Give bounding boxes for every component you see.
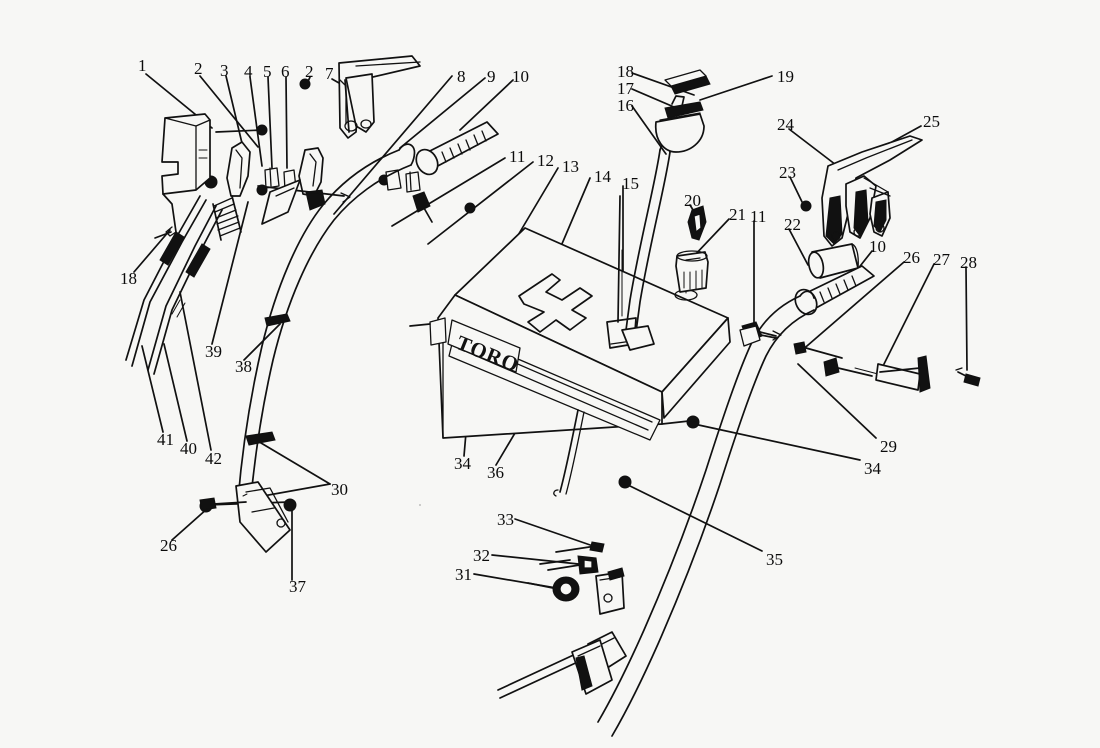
callout-41: 41 xyxy=(157,430,174,449)
callout-42: 42 xyxy=(205,449,222,468)
bushing-21 xyxy=(675,250,709,293)
callout-17: 17 xyxy=(617,79,634,98)
callout-2: 2 xyxy=(194,59,203,78)
callout-38: 38 xyxy=(235,357,252,376)
lower-left-tube-frags xyxy=(497,639,613,699)
callout-10: 10 xyxy=(512,67,529,86)
callout-11b: 11 xyxy=(750,207,767,226)
callout-31: 31 xyxy=(455,565,472,584)
callout-3: 3 xyxy=(220,61,229,80)
callout-22: 22 xyxy=(784,215,801,234)
callout-30: 30 xyxy=(331,480,348,499)
spring xyxy=(212,195,242,241)
callout-6: 6 xyxy=(281,62,290,81)
callout-5: 5 xyxy=(263,62,272,81)
callout-7: 7 xyxy=(325,64,334,83)
center-console xyxy=(409,143,731,441)
sleeve-22 xyxy=(807,243,859,279)
callout-25: 25 xyxy=(923,112,940,131)
callout-23: 23 xyxy=(779,163,796,182)
shift-knob xyxy=(654,95,705,153)
callout-18b: 18 xyxy=(120,269,137,288)
callout-14: 14 xyxy=(594,167,611,186)
clip-19 xyxy=(664,69,711,95)
callout-21: 21 xyxy=(729,205,746,224)
callout-26b: 26 xyxy=(160,536,177,555)
callout-15: 15 xyxy=(622,174,639,193)
left-bracket-assembly xyxy=(154,113,433,241)
callout-12: 12 xyxy=(537,151,554,170)
callout-19: 19 xyxy=(777,67,794,86)
callout-2b: 2 xyxy=(305,62,314,81)
misc-hardware-left xyxy=(199,497,247,511)
callout-40: 40 xyxy=(180,439,197,458)
callout-34b: 34 xyxy=(864,459,881,478)
callout-36: 36 xyxy=(487,463,504,482)
fastener-group-right xyxy=(793,341,981,393)
left-handgrip xyxy=(415,121,499,176)
callout-35: 35 xyxy=(766,550,783,569)
left-small-plate xyxy=(261,179,301,225)
callout-20: 20 xyxy=(684,191,701,210)
callout-34: 34 xyxy=(454,454,471,473)
callout-11: 11 xyxy=(509,147,526,166)
small-parts-bottom xyxy=(527,541,625,615)
callout-10b: 10 xyxy=(869,237,886,256)
wedge-20 xyxy=(687,205,707,241)
callout-39: 39 xyxy=(205,342,222,361)
callout-32: 32 xyxy=(473,546,490,565)
callout-13: 13 xyxy=(562,157,579,176)
callout-24: 24 xyxy=(777,115,794,134)
callout-37: 37 xyxy=(289,577,306,596)
callout-16: 16 xyxy=(617,96,634,115)
lower-rod-36 xyxy=(553,409,585,497)
left-handle-tube xyxy=(235,143,416,553)
callout-9: 9 xyxy=(487,67,496,86)
callout-27: 27 xyxy=(933,250,950,269)
callout-28: 28 xyxy=(960,253,977,272)
leader-lines xyxy=(133,72,968,590)
callout-26: 26 xyxy=(903,248,920,267)
callout-33: 33 xyxy=(497,510,514,529)
left-brake-lever xyxy=(338,55,421,139)
callout-29: 29 xyxy=(880,437,897,456)
callout-1: 1 xyxy=(138,56,147,75)
bolt-mid-right xyxy=(739,325,761,347)
callout-4: 4 xyxy=(244,62,253,81)
callout-8: 8 xyxy=(457,67,466,86)
callout-18: 18 xyxy=(617,62,634,81)
control-cables xyxy=(125,195,223,375)
right-brake-lever xyxy=(821,135,923,247)
